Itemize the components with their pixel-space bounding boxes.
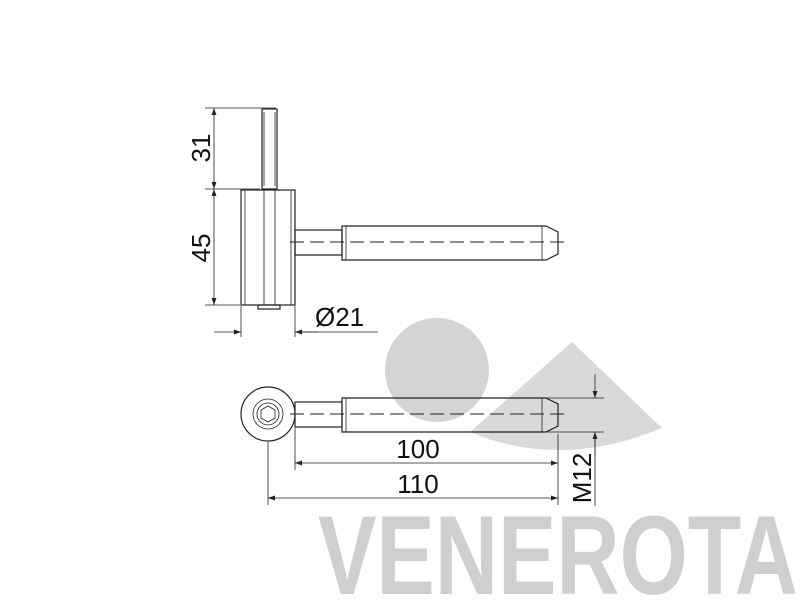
dim-thread-length: 100 <box>294 428 559 505</box>
watermark-logo: VENEROTA <box>318 318 798 600</box>
dim-label-m12: M12 <box>567 453 597 504</box>
dim-label-100: 100 <box>396 434 439 464</box>
watermark-circle <box>385 318 489 422</box>
hinge-side-view <box>240 108 566 310</box>
bottom-lip <box>257 304 281 310</box>
hinge-plan-view <box>240 386 566 442</box>
dim-diameter: Ø21 <box>214 302 378 337</box>
threaded-shank <box>341 225 559 261</box>
plan-threaded-shank <box>341 397 559 433</box>
barrel-outer-circle <box>240 386 296 442</box>
dim-label-31: 31 <box>186 134 216 163</box>
dim-thread: M12 <box>547 374 604 506</box>
watermark-brand: VENEROTA <box>318 493 798 600</box>
dim-label-diameter: Ø21 <box>315 302 364 332</box>
top-pin <box>261 108 278 190</box>
dim-label-110: 110 <box>397 469 438 499</box>
dim-total-length: 110 <box>267 442 558 505</box>
dim-barrel: 45 <box>186 189 240 306</box>
watermark-swoosh <box>470 342 662 451</box>
dim-label-45: 45 <box>186 234 216 263</box>
hinge-barrel <box>240 189 296 306</box>
